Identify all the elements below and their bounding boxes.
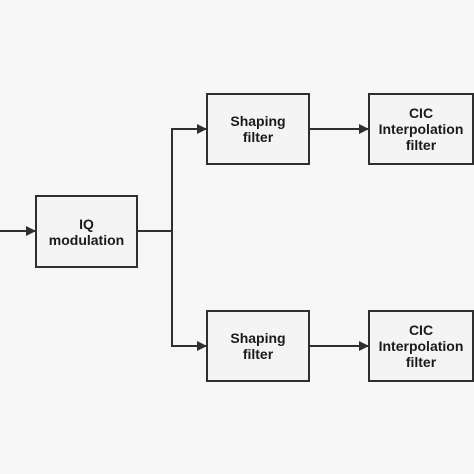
shaping-filter-top-block: Shaping filter	[206, 93, 310, 165]
shaping-filter-bottom-block: Shaping filter	[206, 310, 310, 382]
cic-filter-bottom-label: CIC Interpolation filter	[378, 322, 464, 370]
cic-filter-top-label: CIC Interpolation filter	[378, 105, 464, 153]
cic-filter-top-block: CIC Interpolation filter	[368, 93, 474, 165]
iq-modulation-label: IQ modulation	[48, 215, 125, 248]
shaping-filter-top-label: Shaping filter	[230, 113, 286, 145]
shaping-filter-bottom-label: Shaping filter	[230, 330, 286, 362]
iq-modulation-block: IQ modulation	[35, 195, 138, 268]
cic-filter-bottom-block: CIC Interpolation filter	[368, 310, 474, 382]
